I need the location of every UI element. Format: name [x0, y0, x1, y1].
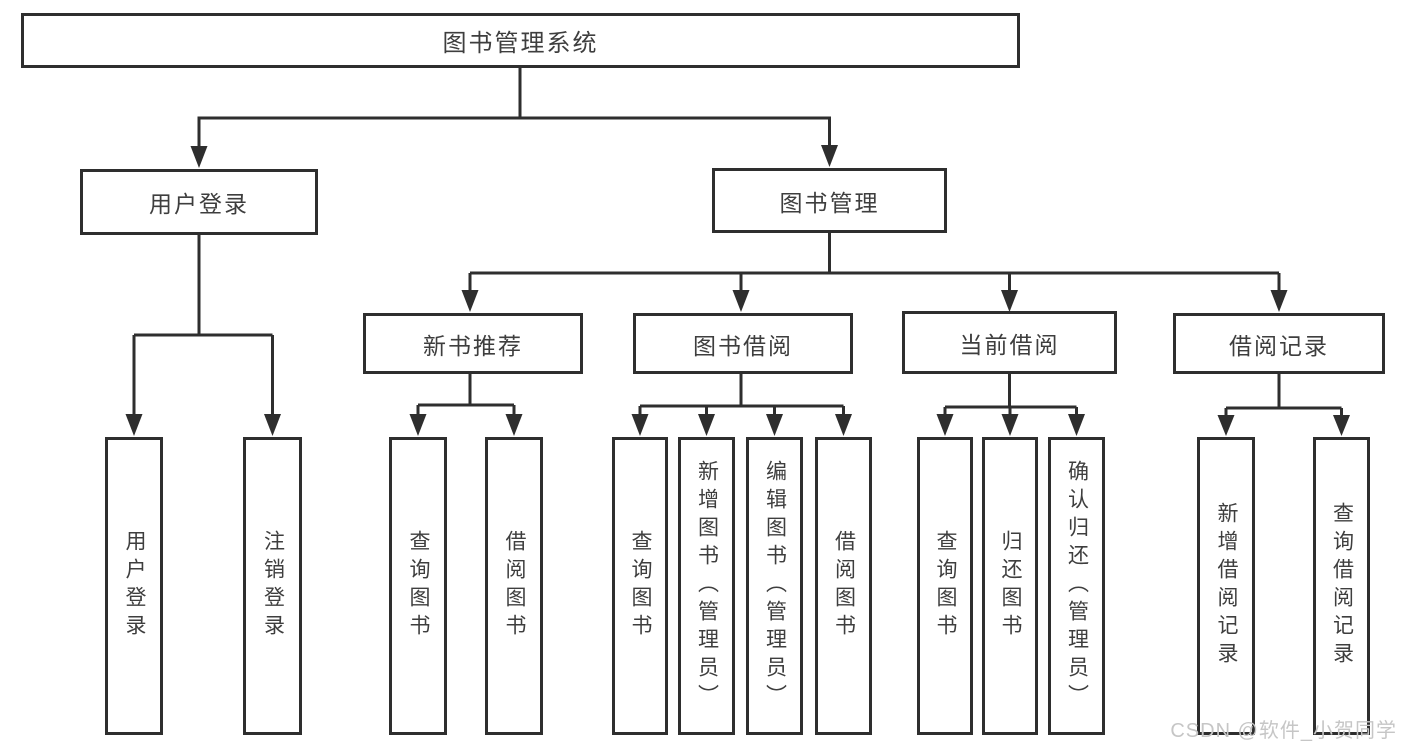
- node-user-login: 用户登录: [80, 169, 318, 235]
- leaf-query-books-borrowing: 查询图书: [612, 437, 668, 735]
- leaf-borrow-books-label: 借阅图书: [832, 530, 856, 642]
- leaf-logout-label: 注销登录: [261, 530, 285, 642]
- leaf-logout: 注销登录: [243, 437, 302, 735]
- leaf-query-borrow-record: 查询借阅记录: [1313, 437, 1370, 735]
- leaf-return-books-label: 归还图书: [999, 530, 1022, 642]
- leaf-return-books: 归还图书: [982, 437, 1038, 735]
- csdn-watermark: CSDN @软件_小贺同学: [1170, 720, 1397, 742]
- node-book-management: 图书管理: [712, 168, 947, 233]
- leaf-query-books-recommend-label: 查询图书: [407, 530, 430, 642]
- leaf-user-login: 用户登录: [105, 437, 163, 735]
- leaf-borrow-books: 借阅图书: [815, 437, 872, 735]
- node-root-system: 图书管理系统: [21, 13, 1020, 68]
- node-user-login-label: 用户登录: [149, 191, 249, 217]
- node-book-borrowing: 图书借阅: [633, 313, 853, 374]
- leaf-confirm-return-admin-label: 确认归还（管理员）: [1065, 460, 1089, 712]
- leaf-query-books-current: 查询图书: [917, 437, 973, 735]
- node-book-borrowing-label: 图书借阅: [693, 332, 793, 359]
- node-book-management-label: 图书管理: [779, 189, 880, 216]
- leaf-query-borrow-record-label: 查询借阅记录: [1330, 502, 1354, 670]
- leaf-add-books-admin-label: 新增图书（管理员）: [695, 460, 719, 712]
- node-new-book-recommend: 新书推荐: [363, 313, 583, 374]
- leaf-query-books-borrowing-label: 查询图书: [629, 530, 652, 642]
- leaf-query-books-recommend: 查询图书: [389, 437, 447, 735]
- node-borrowing-records-label: 借阅记录: [1229, 332, 1329, 359]
- node-current-borrowing-label: 当前借阅: [959, 331, 1060, 358]
- leaf-user-login-label: 用户登录: [123, 530, 146, 642]
- leaf-add-books-admin: 新增图书（管理员）: [678, 437, 735, 735]
- leaf-add-borrow-record: 新增借阅记录: [1197, 437, 1255, 735]
- leaf-confirm-return-admin: 确认归还（管理员）: [1048, 437, 1105, 735]
- leaf-edit-books-admin-label: 编辑图书（管理员）: [763, 460, 787, 712]
- leaf-edit-books-admin: 编辑图书（管理员）: [746, 437, 803, 735]
- node-new-book-recommend-label: 新书推荐: [423, 332, 523, 359]
- node-current-borrowing: 当前借阅: [902, 311, 1117, 374]
- node-root-label: 图书管理系统: [442, 30, 599, 57]
- leaf-borrow-books-recommend: 借阅图书: [485, 437, 543, 735]
- leaf-add-borrow-record-label: 新增借阅记录: [1215, 502, 1238, 670]
- leaf-borrow-books-recommend-label: 借阅图书: [503, 530, 526, 642]
- node-borrowing-records: 借阅记录: [1173, 313, 1385, 374]
- leaf-query-books-current-label: 查询图书: [934, 530, 957, 642]
